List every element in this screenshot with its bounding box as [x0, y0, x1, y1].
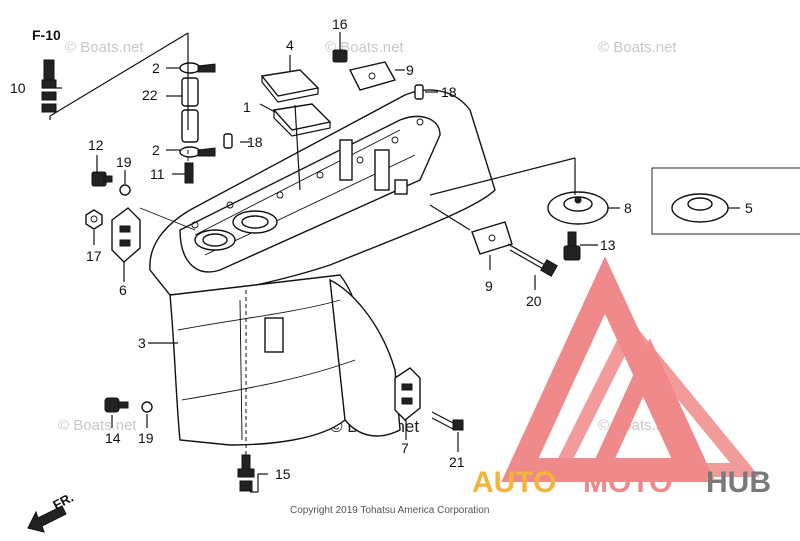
part-4-pad [260, 69, 320, 103]
logo-word-moto: MOTO [583, 466, 672, 499]
part-2-clamp-upper [179, 62, 216, 74]
front-direction-label: FR. [50, 490, 76, 513]
part-21-bolt [431, 411, 464, 431]
callout-11: 11 [150, 166, 165, 182]
callout-3: 3 [138, 335, 146, 351]
part-10-grommet-stack [41, 59, 57, 113]
callout-2-upper: 2 [152, 60, 160, 76]
part-1-pad [272, 103, 332, 137]
callout-10: 10 [10, 80, 26, 96]
part-2-clamp-lower [179, 146, 216, 158]
watermark-top-left: © Boats.net [65, 39, 144, 56]
watermark-top-right: © Boats.net [598, 39, 677, 56]
leader-lines [42, 32, 740, 493]
part-15-bolt [237, 454, 255, 492]
part-19-washer-upper [119, 184, 131, 196]
callout-19-lower: 19 [138, 430, 154, 446]
logo-word-auto: AUTO [472, 466, 556, 499]
callout-4: 4 [286, 37, 294, 53]
watermark-bottom-left: © Boats.net [58, 417, 137, 434]
callout-5: 5 [745, 200, 753, 216]
callout-6: 6 [119, 282, 127, 298]
automotohub-logo: AUTO MOTO HUB [472, 466, 771, 499]
logo-word-hub: HUB [706, 466, 771, 499]
part-20-bolt [507, 243, 558, 277]
part-6-plate [111, 207, 141, 263]
part-12-bolt [91, 171, 113, 187]
callout-8: 8 [624, 200, 632, 216]
callout-9-top: 9 [406, 62, 414, 78]
part-22-tube [181, 77, 199, 143]
callout-15: 15 [275, 466, 291, 482]
callout-14: 14 [105, 430, 121, 446]
part-16-nut [332, 49, 348, 63]
part-18-pin-lower [223, 133, 233, 149]
part-7-plate [394, 367, 421, 421]
callout-12: 12 [88, 137, 104, 153]
part-13-bolt [563, 231, 581, 261]
section-reference: F-10 [32, 27, 61, 43]
callout-17: 17 [86, 248, 102, 264]
callout-7: 7 [401, 440, 409, 456]
callout-18-upper: 18 [441, 84, 457, 100]
part-19-washer-lower [141, 401, 153, 413]
gear-case-housing [149, 89, 496, 446]
callout-labels: 1 2 2 3 4 5 6 7 8 9 9 10 11 12 13 14 15 … [10, 16, 753, 482]
part-17-nut [85, 209, 103, 230]
part-14-bolt [104, 397, 129, 413]
callout-19-upper: 19 [116, 154, 132, 170]
part-8-disc [547, 191, 609, 225]
part-5-box [651, 167, 800, 235]
callout-18-lower: 18 [247, 134, 263, 150]
part-9-anode-top [348, 61, 397, 91]
callout-20: 20 [526, 293, 542, 309]
callout-21: 21 [449, 454, 465, 470]
callout-1: 1 [243, 99, 251, 115]
part-11-stud [184, 162, 194, 184]
part-18-pin-upper [414, 84, 424, 100]
callout-2-lower: 2 [152, 142, 160, 158]
callout-13: 13 [600, 237, 616, 253]
front-direction-arrow: FR. [27, 490, 76, 533]
callout-9-lower: 9 [485, 278, 493, 294]
part-9-anode-lower [471, 221, 513, 255]
logo-triangle [501, 256, 760, 482]
copyright-text: Copyright 2019 Tohatsu America Corporati… [290, 505, 489, 516]
callout-22: 22 [142, 87, 158, 103]
part-5-disc [671, 193, 729, 223]
callout-16: 16 [332, 16, 348, 32]
